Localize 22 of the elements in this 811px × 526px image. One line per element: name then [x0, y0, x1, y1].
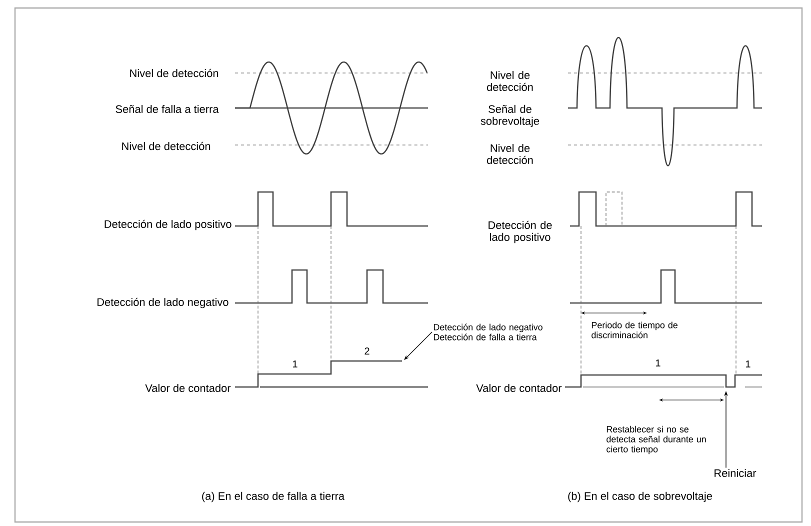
leader-line	[404, 332, 432, 360]
signal-label: Nivel de detección	[487, 144, 533, 164]
pulse-count: 1	[746, 360, 750, 368]
signal-label: Señal de falla a tierra	[116, 104, 219, 114]
dimension-label: Periodo de tiempo de discriminación	[592, 322, 678, 338]
signal-label: Señal de sobrevoltaje	[480, 104, 540, 128]
signal-label: Nivel de detección	[122, 142, 210, 150]
signal-label: Nivel de detección	[487, 71, 533, 91]
caption: (b) En el caso de sobrevoltaje	[568, 492, 712, 502]
signal-label: Detección de lado positivo	[104, 220, 232, 230]
signal-label: Detección de lado negativo	[98, 298, 228, 308]
caption: (a) En el caso de falla a tierra	[202, 492, 345, 502]
signal-label: Nivel de detección	[130, 68, 218, 78]
signal-label: Valor de contador	[476, 384, 562, 392]
pulse-count: 1	[293, 360, 298, 368]
pulse-count: 1	[656, 360, 660, 366]
signal-label: Valor de contador	[145, 384, 231, 392]
callout-text: Detección de lado negativo Detección de falla a tierra	[434, 324, 542, 340]
dimension-label: Restablecer si no se detecta señal durante un cierto tiempo	[606, 426, 706, 454]
signal-label: Detección de lado positivo	[488, 220, 552, 244]
pulse-count: 2	[364, 348, 370, 354]
callout-text: Reiniciar	[714, 468, 756, 478]
